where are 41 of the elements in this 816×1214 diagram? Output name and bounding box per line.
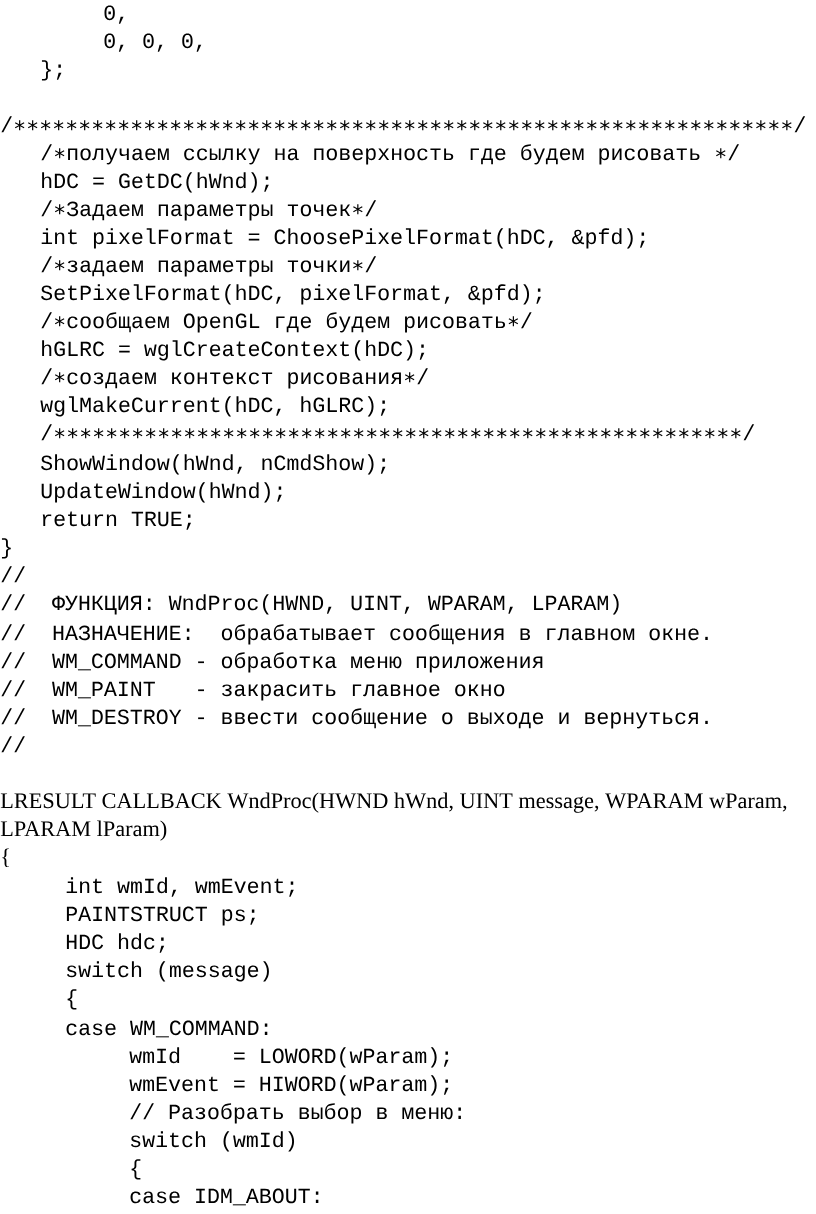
code-line: return TRUE;: [42, 511, 192, 530]
code-line: 0, 0, 0,: [104, 33, 202, 52]
code-line: /∗Задаем параметры точек∗/: [41, 200, 377, 221]
code-line: wmEvent = HIWORD(wParam);: [129, 1075, 449, 1096]
code-line: {: [2, 848, 9, 867]
code-line: PAINTSTRUCT ps;: [66, 906, 255, 926]
code-line: 0,: [104, 5, 124, 24]
code-line: UpdateWindow(hWnd);: [41, 482, 282, 503]
code-line: // ФУНКЦИЯ: WndProc(HWND, UINT, WPARAM, LPARAM): [1, 594, 619, 615]
code-line: //: [1, 566, 25, 583]
code-line: // WM_DESTROY - ввести сообщение о выходе и вернуться.: [1, 708, 708, 729]
code-line: // НАЗНАЧЕНИЕ: обрабатывает сообщения в главном окне.: [1, 624, 708, 645]
code-line: {: [131, 1159, 141, 1180]
code-line: LRESULT CALLBACK WndProc(HWND hWnd, UINT message, WPARAM wParam,: [0, 792, 787, 813]
code-line: /∗создаем контекст рисования∗/: [41, 368, 428, 389]
code-line: wmId = LOWORD(wParam);: [129, 1047, 449, 1068]
code-line: }: [1, 538, 11, 559]
code-line: switch (message): [66, 961, 269, 982]
code-line: /∗задаем параметры точки∗/: [41, 256, 377, 277]
code-line: case WM_COMMAND:: [66, 1020, 268, 1038]
code-line: switch (wmId): [130, 1131, 295, 1152]
code-line: hGLRC = wglCreateContext(hDC);: [42, 340, 425, 361]
code-line: /∗получаем ссылку на поверхность где будем рисовать ∗/: [41, 144, 739, 165]
code-line: /∗∗∗∗∗∗∗∗∗∗∗∗∗∗∗∗∗∗∗∗∗∗∗∗∗∗∗∗∗∗∗∗∗∗∗∗∗∗∗∗∗∗∗∗∗∗∗∗∗∗∗∗∗/: [41, 424, 755, 441]
code-line: // WM_COMMAND - обработка меню приложения: [1, 652, 543, 673]
code-line: HDC hdc;: [66, 933, 165, 953]
code-line: // Разобрать выбор в меню:: [130, 1103, 461, 1124]
code-line: ShowWindow(hWnd, nCmdShow);: [41, 454, 386, 475]
code-line: LPARAM lParam): [0, 820, 167, 841]
code-line: wglMakeCurrent(hDC, hGLRC);: [40, 396, 386, 417]
code-line: SetPixelFormat(hDC, pixelFormat, &pfd);: [41, 284, 541, 305]
code-line: //: [1, 736, 25, 753]
code-line: /∗сообщаем OpenGL где будем рисовать∗/: [41, 312, 532, 333]
code-line: hDC = GetDC(hWnd);: [42, 172, 269, 193]
code-line: /∗∗∗∗∗∗∗∗∗∗∗∗∗∗∗∗∗∗∗∗∗∗∗∗∗∗∗∗∗∗∗∗∗∗∗∗∗∗∗∗∗∗∗∗∗∗∗∗∗∗∗∗∗∗∗∗∗∗∗∗/: [1, 116, 806, 133]
code-line: };: [41, 60, 62, 81]
code-line: int pixelFormat = ChoosePixelFormat(hDC, &pfd);: [41, 228, 645, 249]
code-line: int wmId, wmEvent;: [66, 877, 294, 897]
code-line: case IDM_ABOUT:: [130, 1188, 319, 1206]
code-line: // WM_PAINT - закрасить главное окно: [1, 680, 505, 701]
code-line: {: [67, 989, 77, 1010]
